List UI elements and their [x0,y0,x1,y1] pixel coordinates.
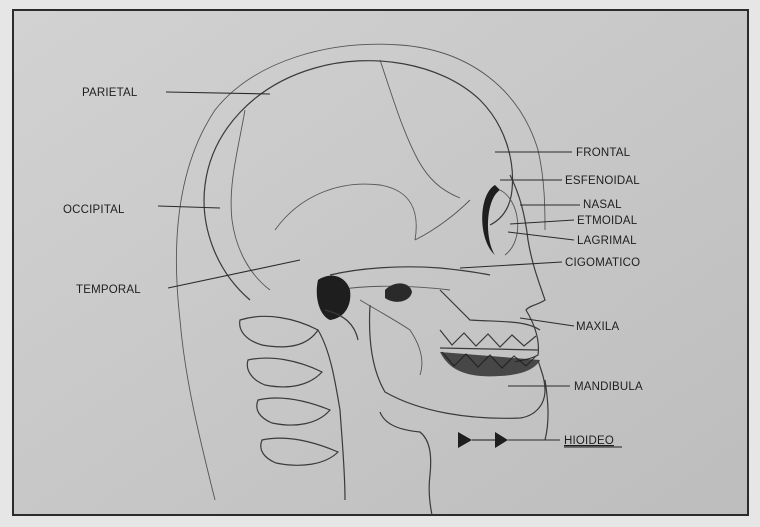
label-frontal: FRONTAL [576,147,631,159]
label-cigomatico: CIGOMATICO [565,257,640,269]
label-temporal: TEMPORAL [76,284,141,296]
label-occipital: OCCIPITAL [63,204,125,216]
label-maxila: MAXILA [576,321,620,333]
label-nasal: NASAL [583,199,622,211]
label-esfenoidal: ESFENOIDAL [565,175,640,187]
label-etmoidal: ETMOIDAL [577,215,638,227]
label-parietal: PARIETAL [82,87,138,99]
label-mandibula: MANDIBULA [574,381,643,393]
label-hioideo: HIOIDEO [564,435,614,447]
label-lagrimal: LAGRIMAL [577,235,637,247]
